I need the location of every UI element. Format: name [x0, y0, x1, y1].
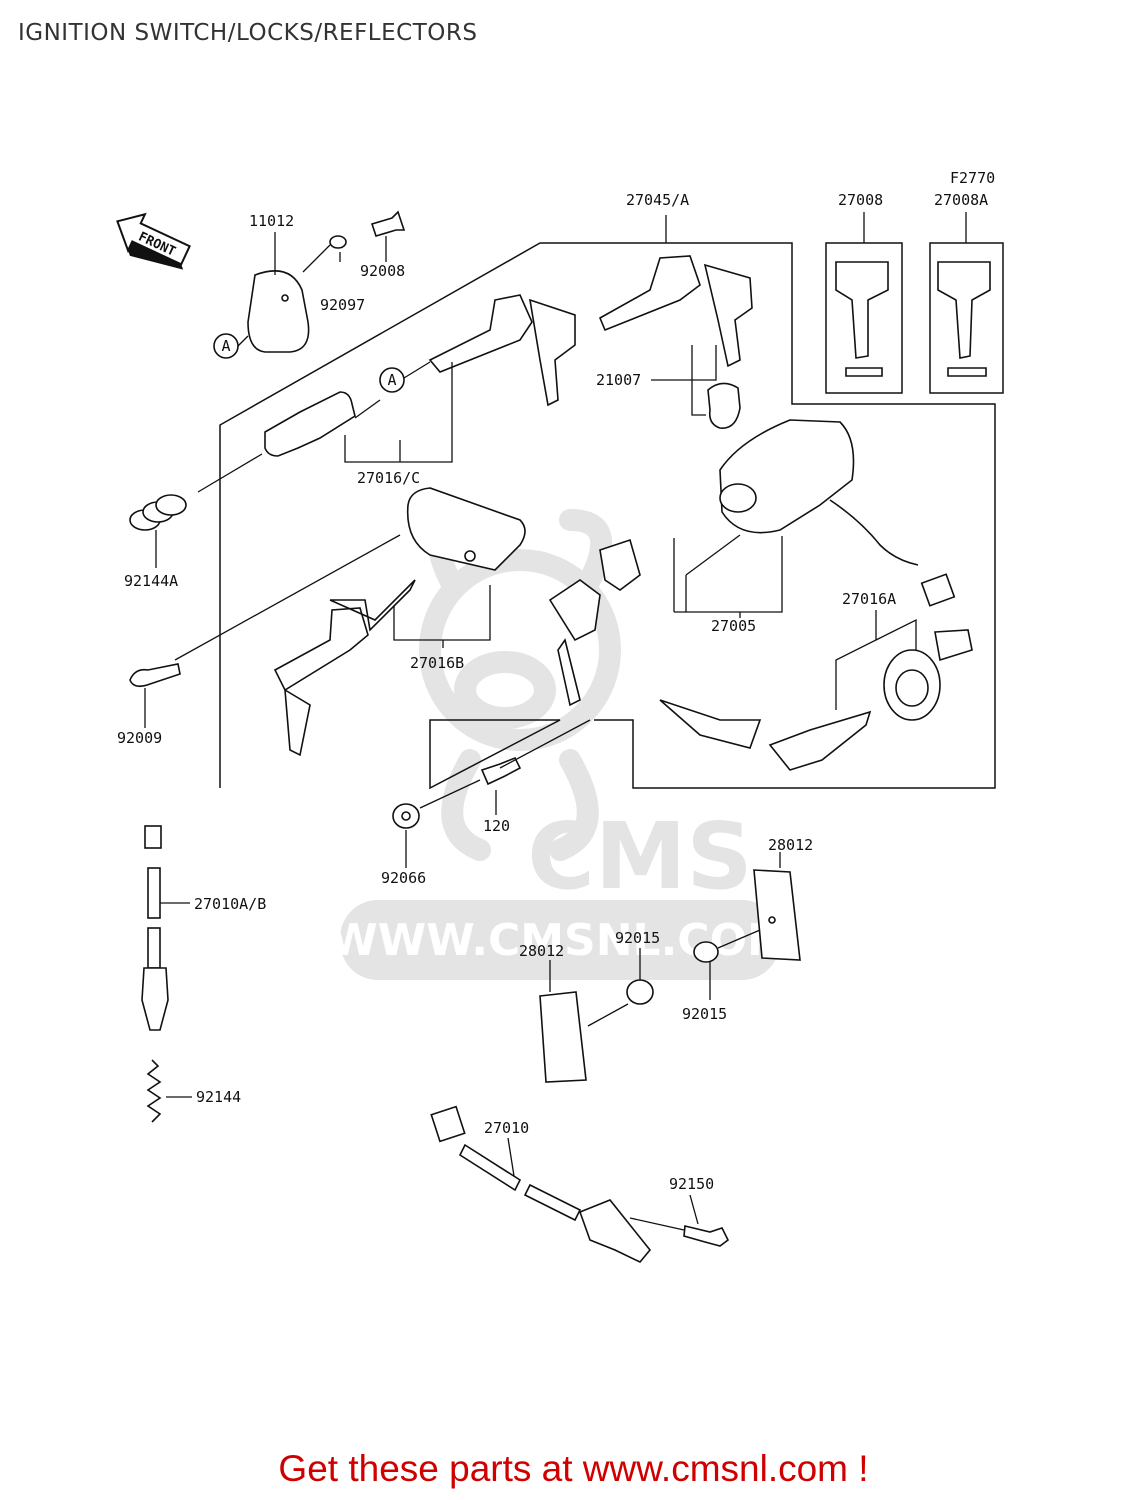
nut-92015-lower	[626, 979, 654, 1005]
part-label-27005: 27005	[711, 617, 756, 635]
part-label-92097: 92097	[320, 296, 365, 314]
part-label-92015-lower: 92015	[682, 1005, 727, 1023]
cap-21007-shape	[707, 382, 741, 429]
bolt-92150-shape	[683, 1225, 730, 1247]
part-label-11012: 11012	[249, 212, 294, 230]
watermark-logo: CMS	[527, 803, 752, 910]
figure-code: F2770	[950, 169, 995, 187]
part-label-92009: 92009	[117, 729, 162, 747]
lock-cylinder-shape	[264, 391, 356, 457]
switch-27010-body	[578, 1199, 652, 1263]
key-27045-a	[428, 294, 533, 373]
nut-92015-upper	[693, 941, 719, 963]
part-label-27010AB: 27010A/B	[194, 895, 266, 913]
seat-lock-27016b	[406, 487, 526, 571]
part-label-27010: 27010	[484, 1119, 529, 1137]
screw-92009-shape	[129, 663, 181, 688]
reflector-28012-lower	[539, 991, 587, 1083]
switch-27010-connector	[430, 1105, 466, 1143]
front-arrow: FRONT	[116, 212, 191, 270]
part-label-27008A: 27008A	[934, 191, 988, 209]
screw-120-shape	[480, 756, 522, 786]
spring-92144-shape	[146, 1059, 162, 1123]
lock-plate-shape	[247, 270, 310, 353]
part-label-92015-upper: 92015	[615, 929, 660, 947]
part-label-92144A: 92144A	[124, 572, 178, 590]
part-label-92066: 92066	[381, 869, 426, 887]
ignition-switch-shape	[719, 419, 855, 534]
part-label-28012-upper: 28012	[768, 836, 813, 854]
key-27045-c	[598, 255, 701, 332]
key-27045-d	[703, 263, 753, 368]
watermark-banner	[340, 900, 780, 980]
part-label-92144: 92144	[196, 1088, 241, 1106]
watermark: CMS WWW.CMSNL.COM	[329, 509, 791, 980]
callout-a-2-letter: A	[387, 371, 396, 389]
callout-a-2	[379, 367, 405, 393]
bolt-92008-shape	[370, 210, 406, 237]
part-label-92150: 92150	[669, 1175, 714, 1193]
reflector-28012-upper	[753, 869, 801, 961]
part-label-27045A: 27045/A	[626, 191, 689, 209]
part-label-27016B: 27016B	[410, 654, 464, 672]
washer-92097-shape	[329, 235, 347, 249]
switch-27010ab-connector	[144, 825, 162, 849]
main-panel-frame	[219, 242, 996, 790]
callout-a-1-letter: A	[221, 337, 230, 355]
watermark-mascot	[419, 509, 621, 861]
page-title: IGNITION SWITCH/LOCKS/REFLECTORS	[18, 20, 478, 46]
part-label-27016A: 27016A	[842, 590, 896, 608]
footer-cta[interactable]: Get these parts at www.cmsnl.com !	[0, 1448, 1147, 1490]
leader-lines	[144, 212, 967, 1231]
part-label-27008: 27008	[838, 191, 883, 209]
key-27045-b	[528, 298, 576, 407]
footer-link[interactable]: Get these parts at www.cmsnl.com !	[278, 1448, 869, 1489]
part-label-28012-lower: 28012	[519, 942, 564, 960]
part-label-27016C: 27016/C	[357, 469, 420, 487]
part-label-92008: 92008	[360, 262, 405, 280]
part-label-21007: 21007	[596, 371, 641, 389]
part-label-120: 120	[483, 817, 510, 835]
